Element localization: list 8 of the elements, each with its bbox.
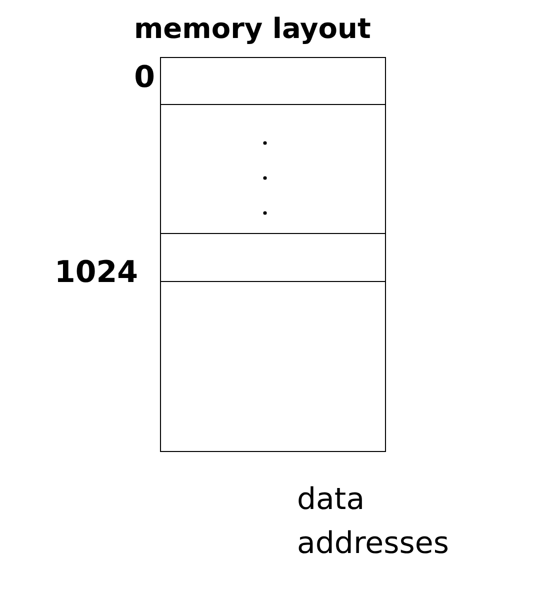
column-caption: data addresses	[297, 481, 450, 563]
memory-cell	[160, 233, 386, 284]
diagram-title: memory layout	[134, 12, 371, 45]
address-label: 0	[134, 60, 155, 96]
memory-cell	[160, 281, 386, 452]
memory-cell	[160, 104, 386, 236]
address-label: 1024	[54, 255, 138, 291]
memory-cell	[160, 57, 386, 106]
